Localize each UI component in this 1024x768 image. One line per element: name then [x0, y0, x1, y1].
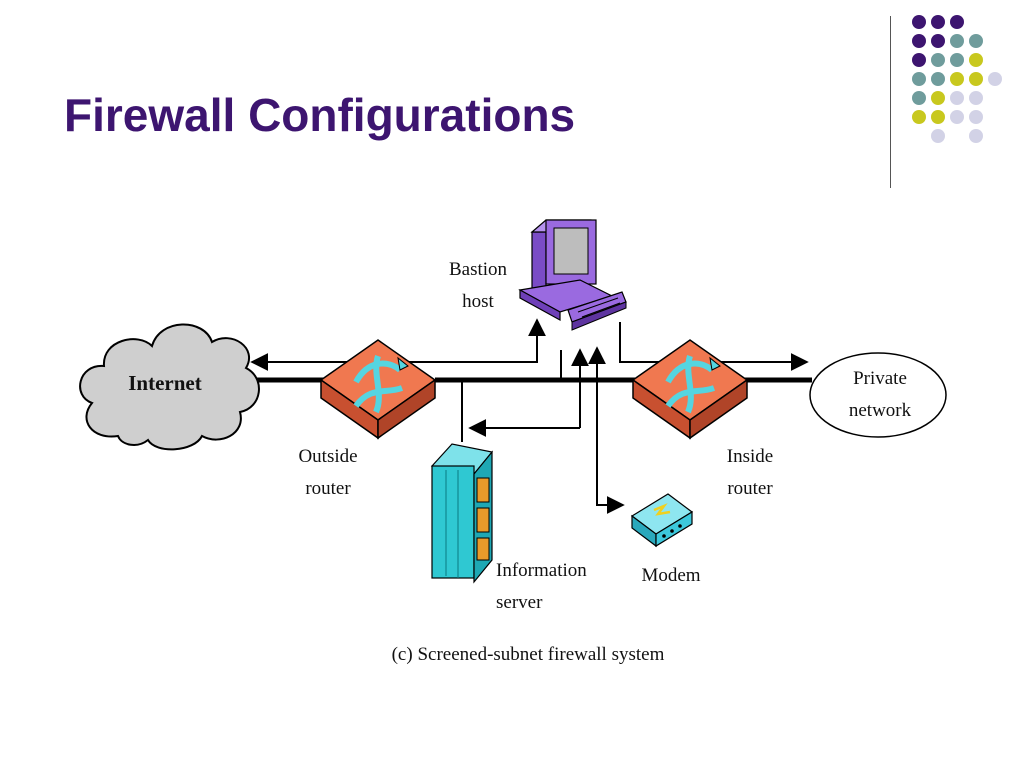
- flow-to-private-network: [619, 322, 809, 371]
- modem: [630, 493, 694, 548]
- internet-cloud: [79, 323, 260, 451]
- decor-dot: [931, 15, 945, 29]
- decor-dot: [950, 72, 964, 86]
- inside-router: [631, 339, 749, 440]
- decor-dot: [969, 34, 983, 48]
- connection-lines: [250, 318, 809, 514]
- inside-router-label-line1: Inside: [727, 446, 773, 467]
- information-server-label-line2: server: [496, 592, 543, 613]
- decor-dot: [969, 110, 983, 124]
- private-network: [809, 352, 947, 438]
- decor-dot: [912, 91, 926, 105]
- decor-dot: [931, 129, 945, 143]
- decor-dot: [969, 129, 983, 143]
- information-server-label-line1: Information: [496, 560, 587, 581]
- decor-dot: [931, 72, 945, 86]
- modem-label: Modem: [641, 565, 700, 586]
- flow-to-bastion-left: [380, 318, 546, 363]
- decor-dot: [931, 34, 945, 48]
- private-network-label-line1: Private: [853, 368, 907, 389]
- internet-label: Internet: [128, 371, 201, 395]
- private-network-label-line2: network: [849, 400, 912, 421]
- outside-router: [319, 339, 437, 440]
- decor-dot: [912, 53, 926, 67]
- decor-dot: [931, 91, 945, 105]
- decor-dot: [969, 72, 983, 86]
- decor-dot: [950, 34, 964, 48]
- decor-dot: [912, 72, 926, 86]
- header-divider: [890, 16, 891, 188]
- information-server: [430, 443, 494, 584]
- outside-router-label-line2: router: [305, 478, 351, 499]
- decor-dot: [969, 53, 983, 67]
- decor-dot: [950, 110, 964, 124]
- flow-to-modem: [596, 348, 625, 514]
- decor-dot: [950, 91, 964, 105]
- bastion-host-label-line2: host: [462, 291, 494, 312]
- outside-router-label-line1: Outside: [298, 446, 357, 467]
- decor-dot: [931, 110, 945, 124]
- decor-dot: [950, 15, 964, 29]
- bastion-host-label-line1: Bastion: [449, 259, 508, 280]
- decorative-dot-grid: [912, 15, 1002, 143]
- decor-dot: [912, 110, 926, 124]
- decor-dot: [931, 53, 945, 67]
- diagram-caption: (c) Screened-subnet firewall system: [392, 644, 665, 665]
- slide-title: Firewall Configurations: [64, 89, 576, 141]
- bastion-host-computer: [518, 219, 627, 331]
- decor-dot: [988, 72, 1002, 86]
- decor-dot: [950, 53, 964, 67]
- decor-dot: [969, 91, 983, 105]
- decor-dot: [912, 15, 926, 29]
- inside-router-label-line2: router: [727, 478, 773, 499]
- decor-dot: [912, 34, 926, 48]
